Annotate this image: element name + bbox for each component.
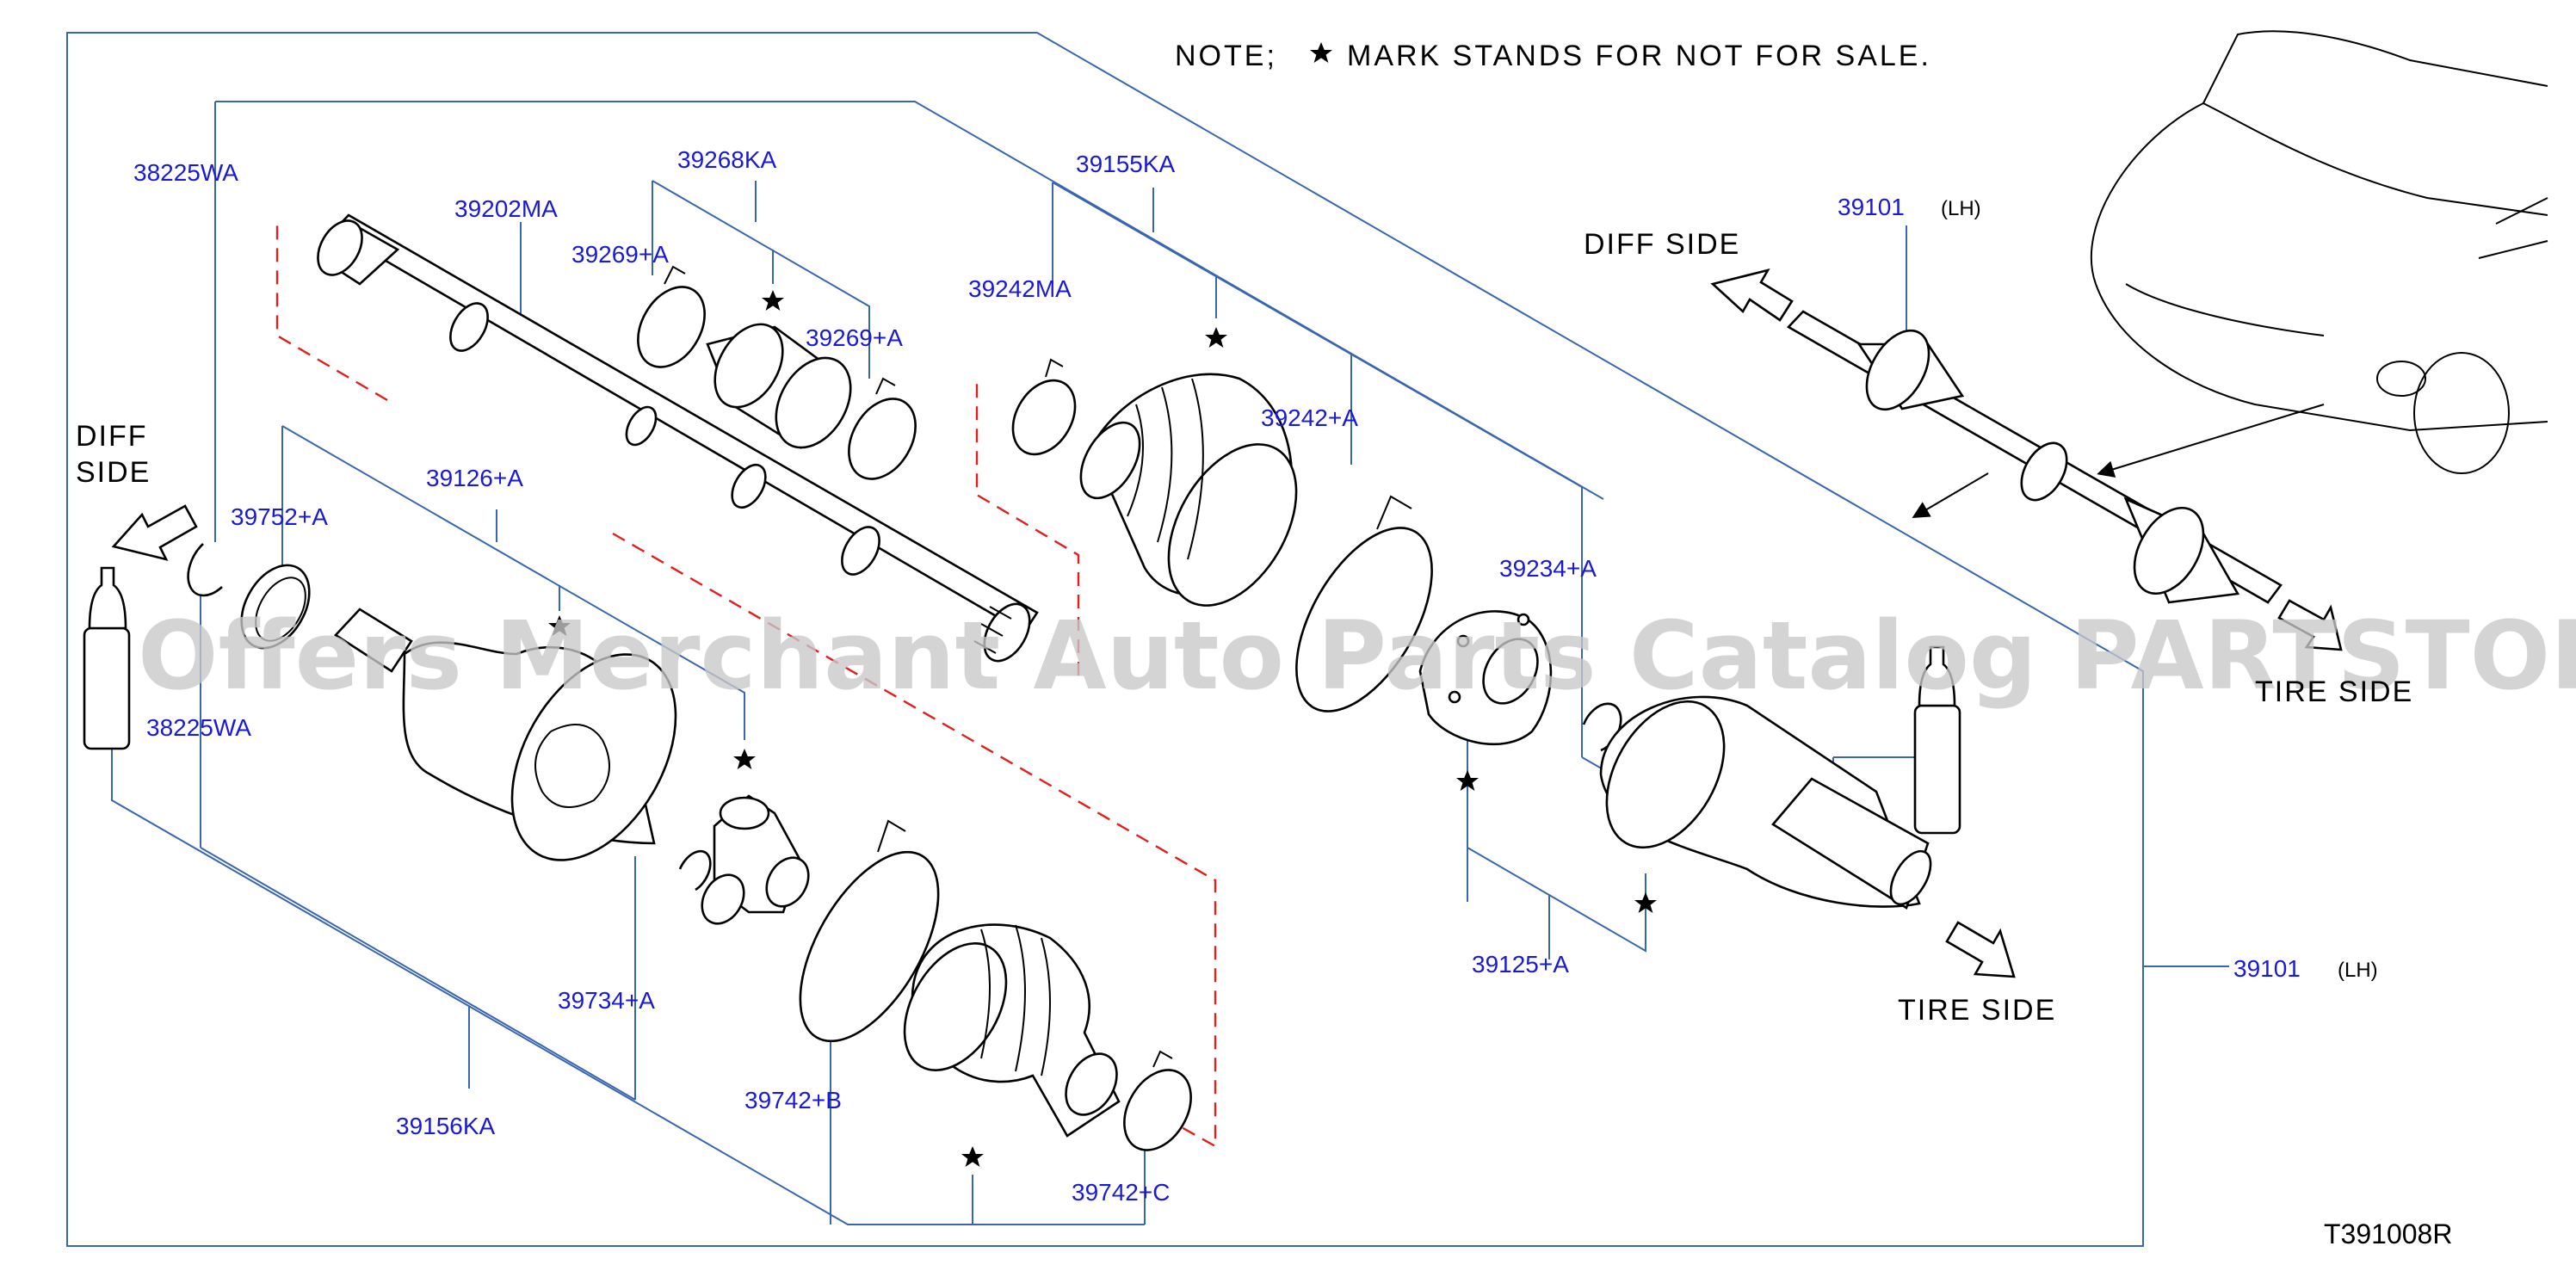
grease-tube-left[interactable] — [83, 566, 131, 750]
part-label-39101-top[interactable]: 39101 — [1838, 194, 1905, 220]
part-label-39234a[interactable]: 39234+A — [1499, 555, 1597, 582]
diff-side-label-top: DIFF SIDE — [1584, 228, 1740, 261]
star-icon — [1205, 327, 1227, 348]
part-label-39269a-right[interactable]: 39269+A — [806, 324, 903, 351]
outer-cv-joint[interactable] — [1583, 681, 1939, 910]
inner-boot-small[interactable] — [625, 265, 930, 490]
outer-boot-large[interactable] — [1000, 358, 1322, 627]
part-label-38225wa[interactable]: 38225WA — [133, 159, 238, 186]
part-label-39101-main-side: (LH) — [2338, 959, 2378, 982]
part-label-39742c[interactable]: 39742+C — [1072, 1179, 1170, 1206]
tire-side-arrow-top — [2277, 599, 2343, 651]
tire-side-arrow-main — [1945, 921, 2016, 978]
star-icon — [733, 749, 756, 769]
vehicle-outline — [1912, 30, 2548, 519]
snap-ring-left[interactable] — [187, 543, 223, 597]
part-label-39101-main[interactable]: 39101 — [2233, 955, 2301, 982]
star-icon — [961, 1146, 984, 1167]
star-icon — [762, 290, 784, 311]
part-label-39155ka[interactable]: 39155KA — [1076, 151, 1176, 177]
diff-side-arrow-left — [111, 504, 198, 561]
note-text: MARK STANDS FOR NOT FOR SALE. — [1347, 40, 1931, 72]
note-prefix: NOTE; — [1175, 40, 1277, 72]
part-label-39101-top-side: (LH) — [1941, 197, 1981, 220]
boot-clamp-small[interactable] — [1111, 1050, 1205, 1162]
star-icon — [1310, 42, 1332, 63]
tripod-spider[interactable] — [694, 794, 817, 931]
part-label-39742b[interactable]: 39742+B — [744, 1087, 842, 1114]
circlip-inner[interactable] — [678, 849, 712, 891]
boot-clamp-large[interactable] — [1269, 495, 1460, 733]
outer-joint-ring[interactable] — [1418, 610, 1553, 746]
part-label-39268ka[interactable]: 39268KA — [677, 146, 777, 173]
inner-joint-housing[interactable] — [333, 608, 709, 889]
part-label-39125a[interactable]: 39125+A — [1472, 951, 1569, 978]
part-label-39156ka[interactable]: 39156KA — [396, 1113, 496, 1139]
inner-boot[interactable] — [884, 923, 1127, 1138]
dashed-guides — [275, 219, 1217, 1149]
driveshaft-assembly[interactable] — [1786, 310, 2283, 606]
grease-tube-right[interactable] — [1913, 645, 1961, 835]
part-label-39752a[interactable]: 39752+A — [231, 503, 328, 530]
diff-side-label-line2: SIDE — [76, 456, 151, 489]
tire-side-label: TIRE SIDE — [1898, 994, 2056, 1027]
part-label-39202ma[interactable]: 39202MA — [454, 195, 558, 222]
dust-shield-ring[interactable] — [228, 553, 324, 660]
part-label-39242a[interactable]: 39242+A — [1261, 404, 1358, 431]
diagram-code: T391008R — [2324, 1218, 2452, 1249]
part-label-38225wa-lower[interactable]: 38225WA — [146, 714, 251, 741]
main-shaft[interactable] — [309, 213, 1039, 669]
part-label-39126a[interactable]: 39126+A — [426, 465, 523, 491]
part-label-39269a[interactable]: 39269+A — [571, 241, 669, 268]
part-label-39734a[interactable]: 39734+A — [558, 987, 655, 1014]
part-label-39242ma[interactable]: 39242MA — [968, 275, 1072, 302]
watermark: Offers Merchant Auto Parts Catalog PARTS… — [138, 601, 2576, 711]
boot-clamp-inner[interactable] — [772, 819, 967, 1064]
diff-side-arrow-top — [1710, 268, 1794, 322]
tire-side-label-top: TIRE SIDE — [2255, 676, 2413, 708]
diff-side-label-line1: DIFF — [76, 420, 148, 453]
